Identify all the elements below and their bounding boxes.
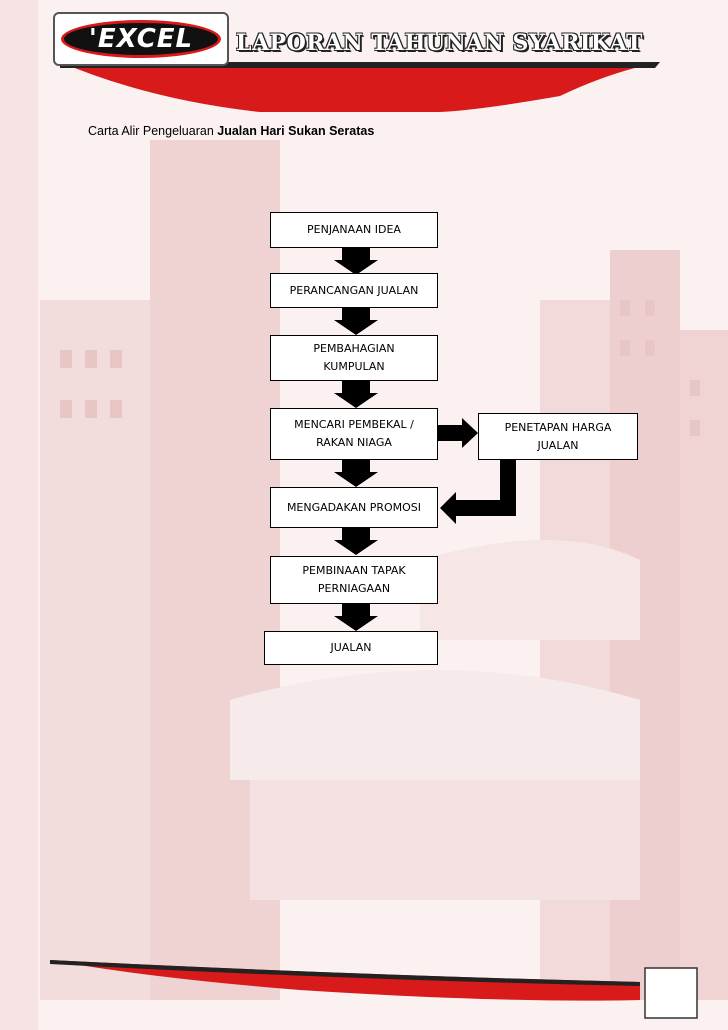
arrow-n5-n6 (440, 460, 516, 524)
flow-node-jualan: JUALAN (264, 631, 438, 665)
flow-node-penetapan-harga: PENETAPAN HARGA JUALAN (478, 413, 638, 460)
flow-node-penjanaan-idea: PENJANAAN IDEA (270, 212, 438, 248)
flow-node-pembahagian-kumpulan: PEMBAHAGIAN KUMPULAN (270, 335, 438, 381)
flow-node-pembinaan-tapak: PEMBINAAN TAPAK PERNIAGAAN (270, 556, 438, 604)
arrow-n4-n5 (438, 418, 478, 448)
flow-node-mengadakan-promosi: MENGADAKAN PROMOSI (270, 487, 438, 528)
flow-node-mencari-pembekal: MENCARI PEMBEKAL / RAKAN NIAGA (270, 408, 438, 460)
arrow-n7-n8 (334, 604, 378, 631)
flow-node-perancangan-jualan: PERANCANGAN JUALAN (270, 273, 438, 308)
arrow-n1-n2 (334, 248, 378, 275)
arrow-n3-n4 (334, 381, 378, 408)
arrow-n2-n3 (334, 308, 378, 335)
arrow-n6-n7 (334, 528, 378, 555)
arrow-n4-n6 (334, 460, 378, 487)
